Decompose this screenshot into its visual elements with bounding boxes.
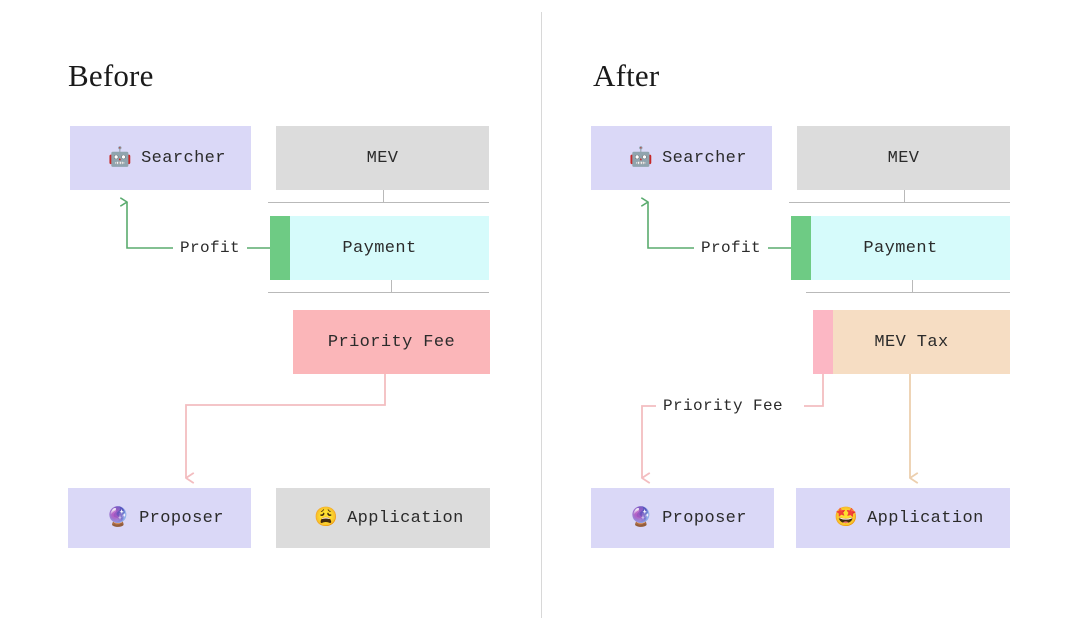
- box-label-searcher: Searcher: [662, 148, 747, 168]
- panel-divider: [541, 12, 542, 618]
- box-label-proposer: Proposer: [139, 508, 224, 528]
- box-mev-before: MEV: [276, 126, 489, 190]
- box-label-application: Application: [867, 508, 984, 528]
- rule-tick-payment-after: [912, 280, 913, 293]
- box-mev-after: MEV: [797, 126, 1010, 190]
- rule-tick-mev-before: [383, 190, 384, 203]
- box-mev-tax-after: MEV Tax: [813, 310, 1010, 374]
- box-label-payment: Payment: [863, 238, 938, 258]
- box-label-searcher: Searcher: [141, 148, 226, 168]
- edge-label-profit-before: Profit: [173, 239, 248, 257]
- robot-face-icon: 🤖: [629, 146, 654, 169]
- edge-label-priority-fee-after: Priority Fee: [656, 397, 791, 415]
- rule-tick-payment-before: [391, 280, 392, 293]
- crystal-ball-icon: 🔮: [106, 506, 131, 529]
- box-proposer-after: 🔮 Proposer: [591, 488, 774, 548]
- box-priority-fee-before: Priority Fee: [293, 310, 490, 374]
- panel-after: After 🤖 Searcher MEV Payment MEV Tax 🔮: [541, 0, 1073, 630]
- profit-segment-before: [270, 216, 290, 280]
- crystal-ball-icon: 🔮: [629, 506, 654, 529]
- box-application-before: 😩 Application: [276, 488, 490, 548]
- box-label-mev-tax: MEV Tax: [874, 332, 949, 352]
- panel-before: Before 🤖 Searcher MEV Payment Priority F…: [68, 58, 490, 548]
- profit-segment-after: [791, 216, 811, 280]
- box-label-mev: MEV: [887, 148, 920, 168]
- edge-label-profit-after: Profit: [694, 239, 769, 257]
- rule-mev-payment-before: [268, 202, 489, 203]
- box-label-mev: MEV: [366, 148, 399, 168]
- box-label-priority-fee: Priority Fee: [327, 332, 456, 352]
- box-searcher-before: 🤖 Searcher: [70, 126, 251, 190]
- rule-payment-fee-before: [268, 292, 489, 293]
- box-payment-after: Payment: [791, 216, 1010, 280]
- box-searcher-after: 🤖 Searcher: [591, 126, 772, 190]
- box-label-application: Application: [347, 508, 464, 528]
- weary-face-icon: 😩: [314, 506, 339, 529]
- robot-face-icon: 🤖: [108, 146, 133, 169]
- box-label-proposer: Proposer: [662, 508, 747, 528]
- box-proposer-before: 🔮 Proposer: [68, 488, 251, 548]
- box-label-payment: Payment: [342, 238, 417, 258]
- box-payment-before: Payment: [270, 216, 489, 280]
- rule-tick-mev-after: [904, 190, 905, 203]
- rule-payment-tax-after: [806, 292, 1010, 293]
- priority-fee-segment-after: [813, 310, 833, 374]
- box-application-after: 🤩 Application: [796, 488, 1010, 548]
- star-struck-icon: 🤩: [834, 506, 859, 529]
- panel-title-before: Before: [68, 58, 154, 93]
- rule-mev-payment-after: [789, 202, 1010, 203]
- panel-title-after: After: [593, 58, 660, 93]
